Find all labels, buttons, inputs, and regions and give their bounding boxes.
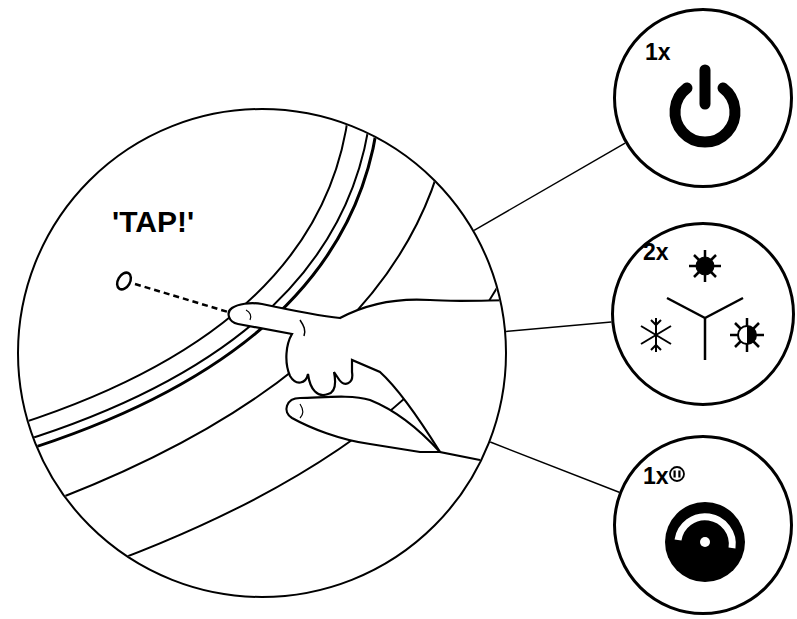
repeat-count: 2x bbox=[643, 241, 669, 264]
power-icon bbox=[675, 70, 735, 142]
leader-line bbox=[490, 442, 619, 492]
dial-step-circle: 1x bbox=[613, 435, 793, 615]
mode-step-circle: 2x bbox=[611, 222, 795, 406]
tap-label: 'TAP!' bbox=[112, 207, 194, 237]
repeat-count: 1x bbox=[643, 465, 669, 488]
pause-symbol bbox=[670, 467, 684, 481]
leader-line bbox=[506, 322, 611, 331]
repeat-count: 1x bbox=[645, 41, 671, 64]
power-step-circle: 1x bbox=[613, 8, 793, 188]
drum-detail-circle: 'TAP!' bbox=[17, 108, 507, 598]
dial-icon bbox=[665, 502, 745, 582]
mode-icon bbox=[641, 250, 764, 360]
leader-line bbox=[474, 143, 625, 230]
drum-detail bbox=[0, 100, 530, 600]
snowflake bbox=[641, 318, 671, 352]
half-sun bbox=[730, 318, 764, 352]
